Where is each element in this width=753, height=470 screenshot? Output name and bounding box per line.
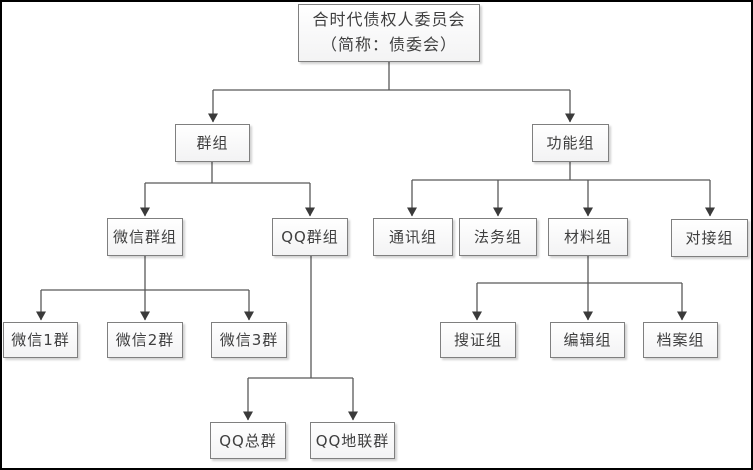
node-archive-group: 档案组 <box>643 322 718 358</box>
node-group-branch: 群组 <box>175 124 250 162</box>
node-communication-group: 通讯组 <box>373 218 453 256</box>
node-label: 微信3群 <box>219 331 279 349</box>
node-label: QQ总群 <box>219 431 277 450</box>
node-qq-main-group: QQ总群 <box>210 422 286 459</box>
node-label: QQ地联群 <box>315 431 390 450</box>
node-wechat-groups: 微信群组 <box>107 218 183 256</box>
node-label: 功能组 <box>546 134 595 152</box>
committee-title-line2: （简称：债委会） <box>320 35 457 54</box>
node-label: 对接组 <box>685 229 734 247</box>
node-label: 档案组 <box>656 331 705 349</box>
node-label: 法务组 <box>473 228 522 246</box>
node-label: 微信1群 <box>11 331 70 349</box>
node-wechat-group-3: 微信3群 <box>211 322 287 358</box>
node-label: 微信群组 <box>112 228 177 246</box>
node-materials-group: 材料组 <box>548 218 628 256</box>
node-label: 群组 <box>196 134 229 152</box>
node-evidence-group: 搜证组 <box>440 322 516 358</box>
node-qq-groups: QQ群组 <box>272 218 348 256</box>
node-label: 微信2群 <box>115 331 175 349</box>
node-committee-root: 合时代债权人委员会 （简称：债委会） <box>298 4 480 62</box>
node-function-branch: 功能组 <box>532 124 609 162</box>
node-legal-group: 法务组 <box>459 218 537 256</box>
node-qq-regional-group: QQ地联群 <box>310 422 395 459</box>
node-label: 通讯组 <box>388 228 437 246</box>
committee-title-line1: 合时代债权人委员会 <box>312 10 466 30</box>
node-label: QQ群组 <box>281 228 339 246</box>
node-label: 编辑组 <box>563 331 612 349</box>
node-editing-group: 编辑组 <box>550 322 625 358</box>
node-wechat-group-2: 微信2群 <box>107 322 183 358</box>
node-label: 材料组 <box>563 228 612 246</box>
node-label: 搜证组 <box>453 331 502 349</box>
node-liaison-group: 对接组 <box>671 219 748 257</box>
node-wechat-group-1: 微信1群 <box>3 322 78 358</box>
